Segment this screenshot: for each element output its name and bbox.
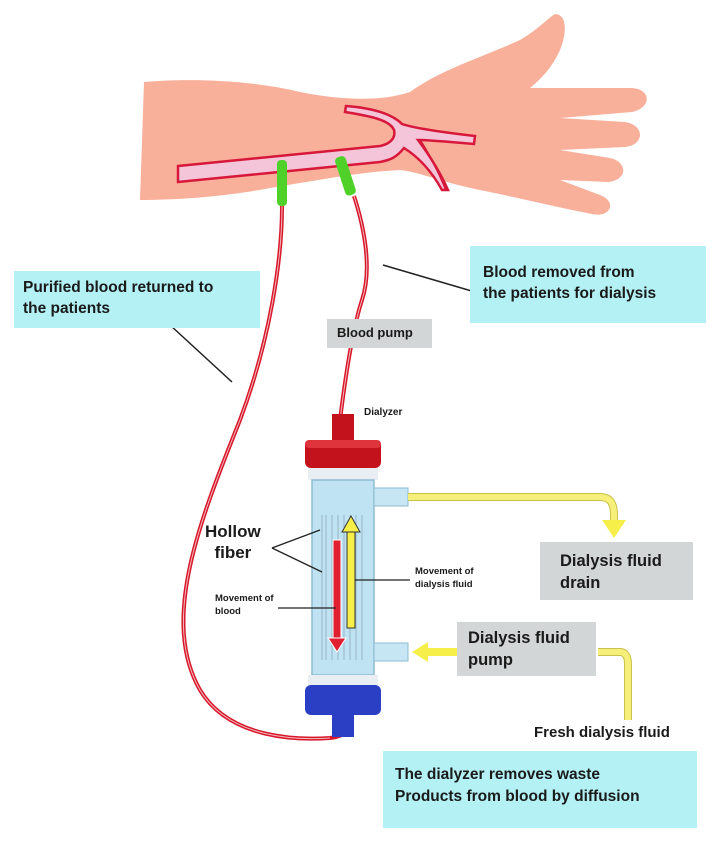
withdraw-needle [335,156,356,196]
fresh-fluid-label: Fresh dialysis fluid [534,724,670,741]
callout-purified-line-1: Purified blood returned to [23,279,214,296]
fluid-drain-label: Dialysis fluid drain [540,542,693,600]
hollow-fiber-label: Hollow fiber [205,521,261,563]
summary-line-2: Products from blood by diffusion [395,788,640,805]
fluid-pump-label: Dialysis fluid pump [457,622,596,676]
fluid-drain-line-2: drain [560,574,601,592]
return-needle [277,160,287,206]
movement-blood-line-1: Movement of [215,593,274,604]
fluid-pump-line-2: pump [468,651,513,669]
callout-removed-line-1: Blood removed from [483,264,635,281]
pointer-purified [169,324,233,383]
summary-line-1: The dialyzer removes waste [395,766,601,783]
callout-purified-blood: Purified blood returned to the patients [14,271,260,328]
drain-tube [408,493,618,525]
fluid-flow-arrow [341,514,361,629]
pump-arrowhead [412,642,428,662]
blood-pump-label: Blood pump [327,319,432,348]
pointer-removed [382,264,476,293]
dialyzer [305,414,409,737]
callout-removed-line-2: the patients for dialysis [483,285,657,302]
callout-blood-removed: Blood removed from the patients for dial… [470,246,706,323]
blood-pump-text: Blood pump [337,325,413,340]
dialyzer-label: Dialyzer [364,407,402,418]
movement-fluid-line-2: dialysis fluid [415,579,473,590]
fluid-drain-line-1: Dialysis fluid [560,552,662,570]
fresh-fluid-text: Fresh dialysis fluid [534,724,670,741]
vessel-branch [419,139,447,191]
pointer-fiber-1 [271,529,321,549]
movement-blood-label: Movement of blood [215,592,274,618]
dialyzer-text: Dialyzer [364,407,403,418]
blood-flow-arrow [327,539,347,653]
drain-arrowhead [602,520,626,538]
pointer-fiber-2 [271,547,323,573]
movement-fluid-line-1: Movement of [415,566,474,577]
summary-callout: The dialyzer removes waste Products from… [383,751,697,828]
callout-purified-line-2: the patients [23,300,110,317]
movement-blood-line-2: blood [215,606,241,617]
arm-silhouette [140,14,647,215]
fluid-pump-line-1: Dialysis fluid [468,629,570,647]
hollow-fiber-line-1: Hollow [205,522,261,541]
fresh-tube [598,648,632,720]
hollow-fiber-line-2: fiber [214,543,252,562]
movement-fluid-label: Movement of dialysis fluid [415,565,474,591]
blood-vessel [176,104,477,192]
